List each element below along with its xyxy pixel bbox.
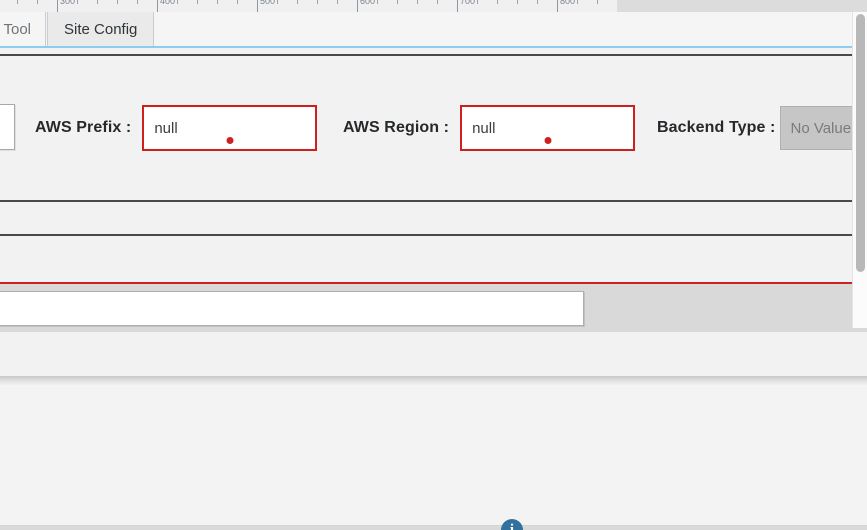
field-group-aws-region: AWS Region : null <box>343 104 636 152</box>
ruler-label: 700 <box>460 0 476 6</box>
ruler-label: 400 <box>160 0 176 6</box>
ruler-label: 600 <box>360 0 376 6</box>
empty-band-upper <box>0 202 867 234</box>
ruler-label: 300 <box>60 0 76 6</box>
field-group-aws-prefix: AWS Prefix : null <box>35 104 318 152</box>
ruler-tick-minor <box>497 0 498 4</box>
ruler-tick-minor <box>477 0 478 4</box>
ruler-tick-major <box>157 0 158 12</box>
scrollbar-thumb[interactable] <box>856 14 865 272</box>
info-icon-glyph: i <box>509 521 515 530</box>
ruler-tick-major <box>557 0 558 12</box>
divider-error-red <box>0 282 867 284</box>
empty-band-lower <box>0 236 867 282</box>
config-form-row: AWS Prefix : null AWS Region : null Back… <box>0 58 867 198</box>
ruler-label: 800 <box>560 0 576 6</box>
ruler-tick-minor <box>17 0 18 4</box>
search-input[interactable] <box>0 291 584 326</box>
ruler-tick-minor <box>297 0 298 4</box>
error-dot-icon <box>544 137 552 144</box>
ruler-tick-minor <box>537 0 538 4</box>
ruler-tick-minor <box>437 0 438 4</box>
ruler-tick-minor <box>97 0 98 4</box>
content-area: AWS Prefix : null AWS Region : null Back… <box>0 48 867 530</box>
divider-middle-upper <box>0 200 867 202</box>
ruler-tick-minor <box>317 0 318 4</box>
ruler-tick-minor <box>117 0 118 4</box>
ruler-tick-minor <box>197 0 198 4</box>
lower-pane <box>0 332 867 377</box>
ruler-tick-minor <box>377 0 378 4</box>
field-group-backend-type: Backend Type : No Value <box>657 104 867 152</box>
footer-bar <box>0 526 867 530</box>
ruler-inactive-region <box>617 0 867 12</box>
ruler-tick-minor <box>77 0 78 4</box>
backend-type-label: Backend Type : <box>657 119 776 136</box>
ruler-tick-major <box>357 0 358 12</box>
aws-prefix-value: null <box>154 119 178 137</box>
ruler-tick-minor <box>237 0 238 4</box>
ruler-tick-minor <box>577 0 578 4</box>
tab-strip: y Tool Site Config <box>0 12 867 48</box>
aws-prefix-label: AWS Prefix : <box>35 119 132 136</box>
ruler-tick-minor <box>337 0 338 4</box>
ruler-label: 500 <box>260 0 276 6</box>
partial-input-left[interactable] <box>0 104 15 150</box>
vertical-scrollbar[interactable] <box>852 12 867 328</box>
search-panel <box>0 284 867 332</box>
backend-type-value: No Value <box>790 119 852 137</box>
ruler-tick-minor <box>597 0 598 4</box>
ruler-tick-minor <box>37 0 38 4</box>
pane-shadow-divider <box>0 376 867 385</box>
ruler-tick-minor <box>177 0 178 4</box>
divider-top <box>0 54 867 56</box>
ruler-tick-major <box>257 0 258 12</box>
error-dot-icon <box>226 137 234 144</box>
ruler-tick-minor <box>277 0 278 4</box>
ruler-tick-minor <box>397 0 398 4</box>
tab-y-tool-label: y Tool <box>0 20 31 38</box>
tab-site-config[interactable]: Site Config <box>47 12 155 46</box>
info-icon[interactable]: i <box>501 519 523 530</box>
ruler-tick-major <box>457 0 458 12</box>
body-pane <box>0 385 867 526</box>
aws-region-input[interactable]: null <box>460 105 636 151</box>
aws-region-value: null <box>472 119 496 137</box>
ruler-tick-minor <box>137 0 138 4</box>
ruler-tick-minor <box>217 0 218 4</box>
tab-y-tool[interactable]: y Tool <box>0 12 46 46</box>
divider-middle-lower <box>0 234 867 236</box>
ruler-tick-major <box>57 0 58 12</box>
aws-region-label: AWS Region : <box>343 119 450 136</box>
aws-prefix-input[interactable]: null <box>142 105 318 151</box>
tab-site-config-label: Site Config <box>64 20 138 38</box>
ruler-tick-minor <box>517 0 518 4</box>
ruler-tick-minor <box>417 0 418 4</box>
